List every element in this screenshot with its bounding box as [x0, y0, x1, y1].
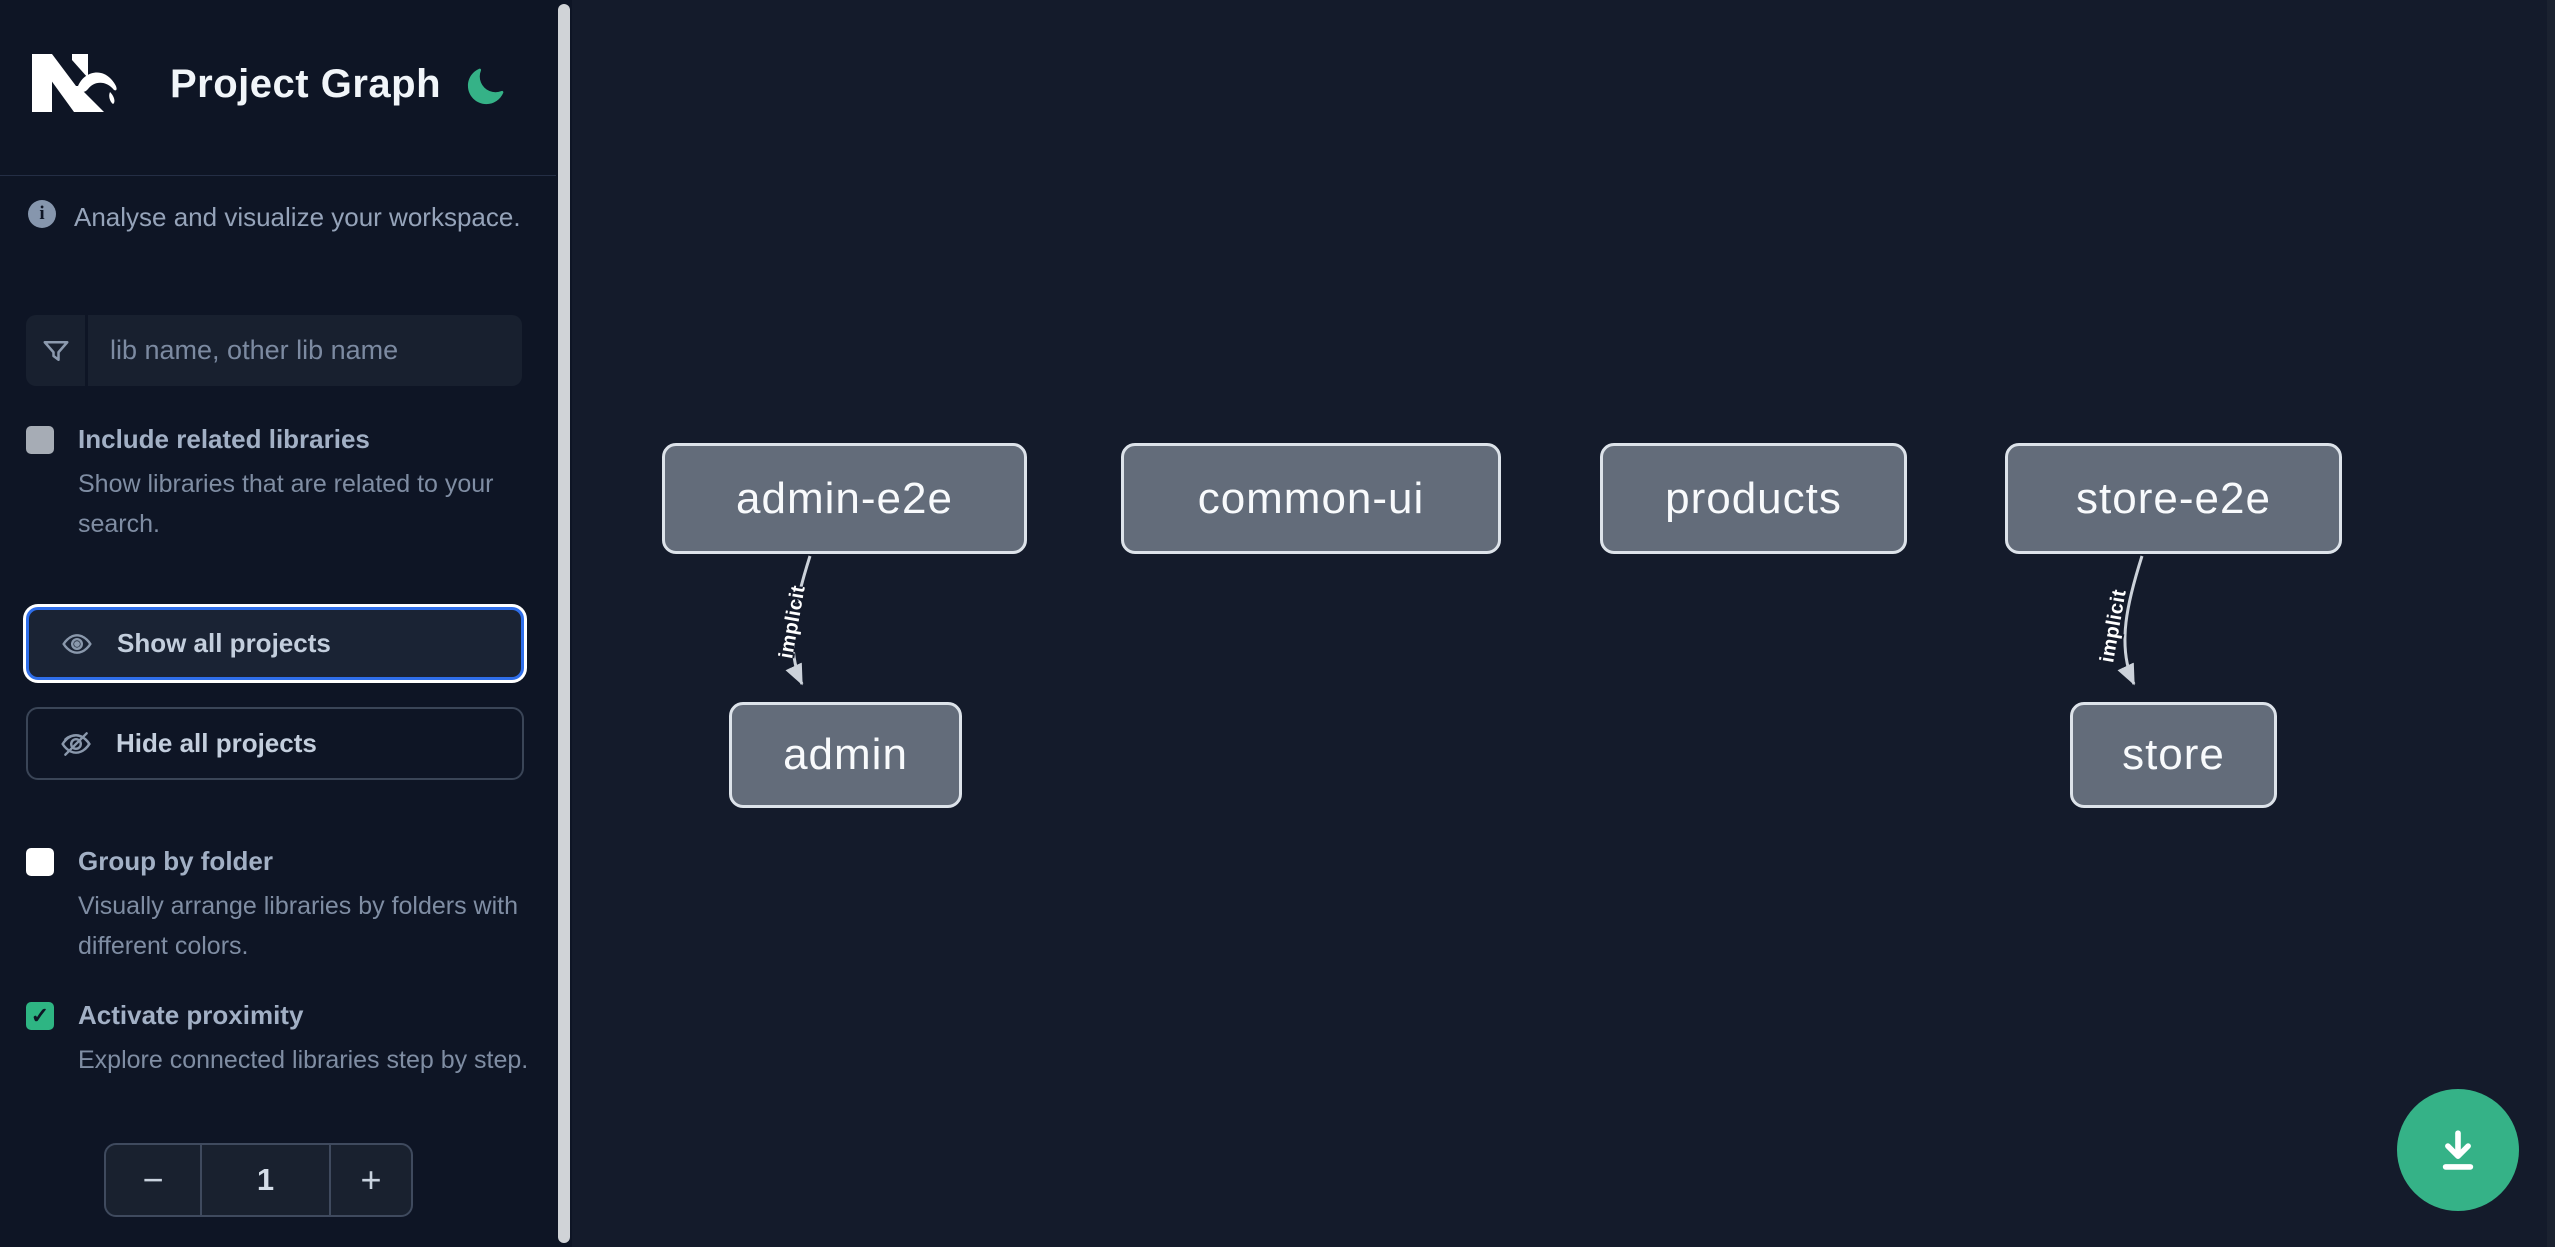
- option-include-related: Include related libraries Show libraries…: [26, 424, 526, 544]
- sidebar-scrollbar-thumb[interactable]: [558, 4, 570, 1243]
- workspace-hint-text: Analyse and visualize your workspace.: [74, 202, 521, 232]
- nx-logo-icon: [32, 54, 117, 112]
- download-graph-button[interactable]: [2397, 1089, 2519, 1211]
- sidebar-scrollbar: [556, 0, 572, 1247]
- option-activate-proximity: ✓ Activate proximity Explore connected l…: [26, 1000, 528, 1080]
- proximity-value: 1: [200, 1145, 331, 1215]
- eye-off-icon: [61, 731, 91, 756]
- canvas-right-edge: [2547, 0, 2555, 1247]
- include-related-label: Include related libraries: [78, 424, 370, 454]
- node-common-ui[interactable]: common-ui: [1121, 443, 1501, 554]
- edge-admin-e2e-admin: [785, 555, 812, 686]
- download-icon: [2442, 1130, 2474, 1170]
- proximity-increment-button[interactable]: +: [331, 1145, 411, 1215]
- proximity-stepper: − 1 +: [104, 1143, 413, 1217]
- filter-funnel-icon: [43, 340, 68, 361]
- node-admin[interactable]: admin: [729, 702, 962, 808]
- include-related-description: Show libraries that are related to your …: [78, 470, 494, 538]
- page-title: Project Graph: [170, 62, 442, 106]
- sidebar-header: Project Graph: [0, 0, 556, 176]
- show-all-projects-label: Show all projects: [117, 628, 331, 658]
- node-products[interactable]: products: [1600, 443, 1907, 554]
- checkmark-icon: ✓: [30, 1003, 50, 1028]
- info-icon: i: [28, 200, 56, 228]
- workspace-hint: i Analyse and visualize your workspace.: [28, 200, 528, 234]
- moon-icon: [467, 68, 504, 105]
- activate-proximity-checkbox[interactable]: ✓: [26, 1002, 54, 1030]
- edge-store-e2e-store: [2117, 555, 2144, 686]
- theme-toggle-button[interactable]: [464, 66, 506, 108]
- group-by-folder-description: Visually arrange libraries by folders wi…: [78, 892, 519, 960]
- proximity-decrement-button[interactable]: −: [106, 1145, 200, 1215]
- hide-all-projects-label: Hide all projects: [116, 728, 317, 758]
- node-store-e2e[interactable]: store-e2e: [2005, 443, 2342, 554]
- activate-proximity-description: Explore connected libraries step by step…: [78, 1046, 529, 1074]
- library-filter: [26, 315, 522, 386]
- graph-canvas[interactable]: implicit implicit admin-e2e common-ui pr…: [572, 0, 2555, 1247]
- sidebar: Project Graph i Analyse and visualize yo…: [0, 0, 556, 1247]
- group-by-folder-label: Group by folder: [78, 846, 273, 876]
- node-admin-e2e[interactable]: admin-e2e: [662, 443, 1027, 554]
- group-by-folder-checkbox[interactable]: [26, 848, 54, 876]
- node-store[interactable]: store: [2070, 702, 2277, 808]
- hide-all-projects-button[interactable]: Hide all projects: [26, 707, 524, 780]
- filter-iconbox: [26, 315, 88, 386]
- edge-layer: [785, 555, 2144, 686]
- filter-input[interactable]: [88, 315, 522, 386]
- show-all-projects-button[interactable]: Show all projects: [26, 607, 524, 680]
- include-related-checkbox[interactable]: [26, 426, 54, 454]
- activate-proximity-label: Activate proximity: [78, 1000, 304, 1030]
- eye-icon: [62, 633, 92, 654]
- option-group-by-folder: Group by folder Visually arrange librari…: [26, 846, 526, 966]
